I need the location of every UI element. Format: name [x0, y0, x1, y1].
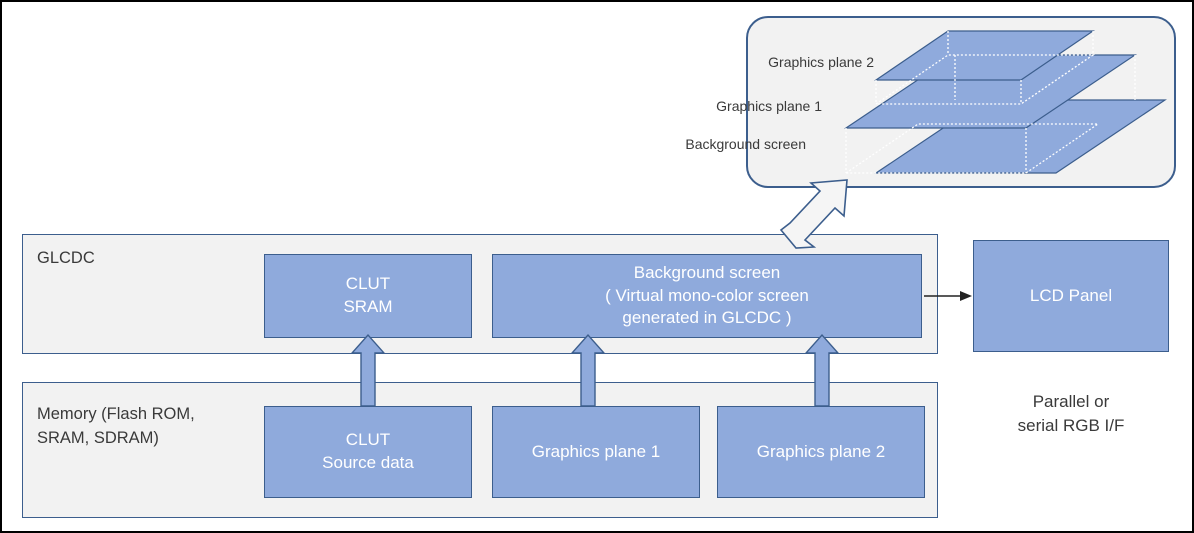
block-graphics-plane-2[interactable]: Graphics plane 2 [717, 406, 925, 498]
layer-stack-callout: Graphics plane 2 Graphics plane 1 Backgr… [685, 16, 1176, 188]
layer-stack-illustration [844, 30, 1167, 174]
plane-label-graphics-plane-1: Graphics plane 1 [716, 98, 822, 114]
block-clut-sram[interactable]: CLUT SRAM [264, 254, 472, 338]
glcdc-label: GLCDC [37, 249, 95, 267]
plane-label-background-screen: Background screen [685, 136, 806, 152]
block-clut-source-data[interactable]: CLUT Source data [264, 406, 472, 498]
interface-caption: Parallel or serial RGB I/F [1017, 392, 1125, 435]
plane-guide-lines [845, 31, 1136, 174]
block-background-screen[interactable]: Background screen ( Virtual mono-color s… [492, 254, 922, 338]
block-graphics-plane-1[interactable]: Graphics plane 1 [492, 406, 700, 498]
plane-label-graphics-plane-2: Graphics plane 2 [768, 54, 874, 70]
block-lcd-panel[interactable]: LCD Panel [973, 240, 1169, 352]
memory-label: Memory (Flash ROM, SRAM, SDRAM) [37, 405, 195, 447]
